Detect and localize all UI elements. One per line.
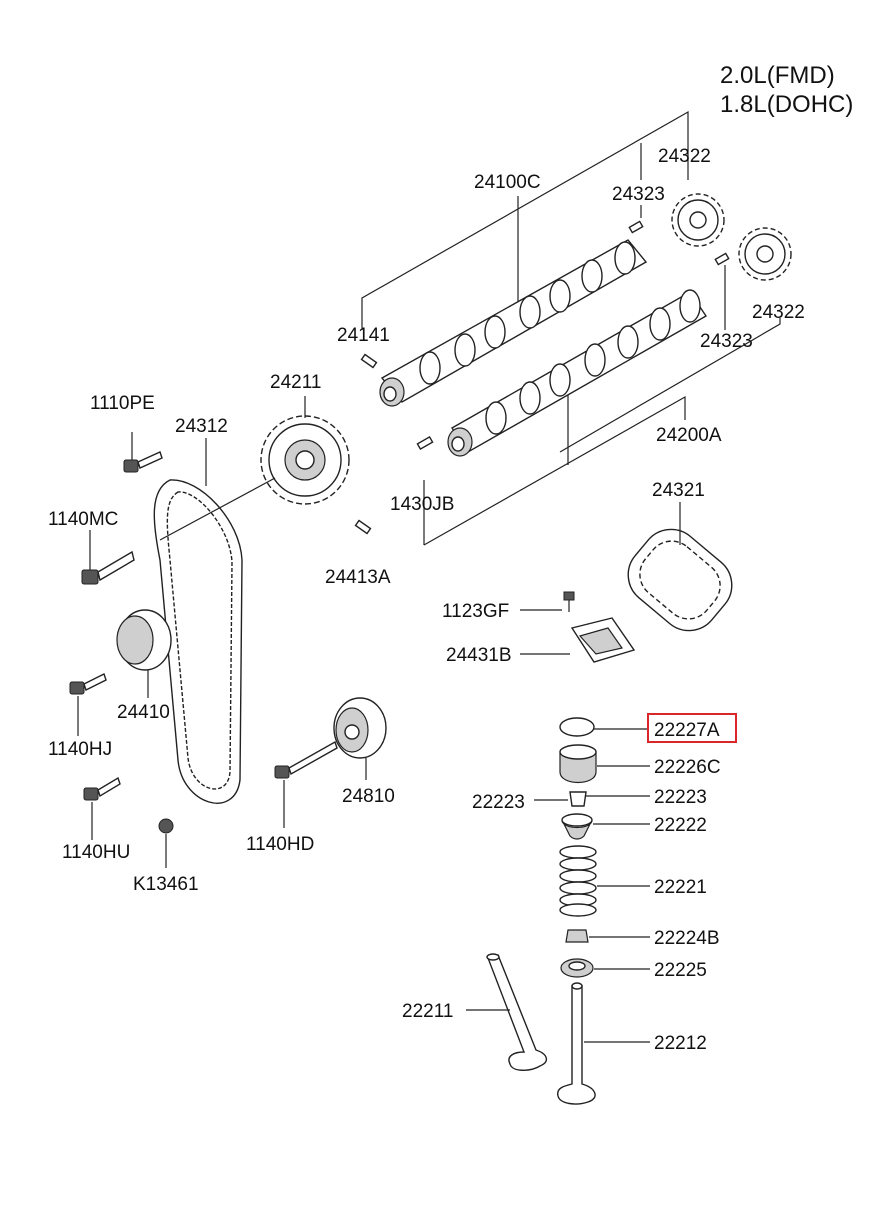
tensioner-24410[interactable] xyxy=(116,609,172,698)
label-24312[interactable]: 24312 xyxy=(175,416,228,437)
pin-24413A[interactable] xyxy=(354,519,372,535)
camshaft-24100C[interactable] xyxy=(379,220,648,407)
cotter-22223[interactable] xyxy=(534,791,650,807)
gear-24322-right[interactable] xyxy=(738,227,792,281)
bolt-1140HD[interactable] xyxy=(274,740,338,828)
bolt-1110PE[interactable] xyxy=(123,432,163,473)
bolt-1140MC[interactable] xyxy=(81,530,135,585)
label-24810[interactable]: 24810 xyxy=(342,786,395,807)
label-22222[interactable]: 22222 xyxy=(654,815,707,836)
chain-24321[interactable] xyxy=(616,502,744,643)
label-22226C[interactable]: 22226C xyxy=(654,757,721,778)
label-1140HD[interactable]: 1140HD xyxy=(246,834,314,855)
engine-spec-line-2: 1.8L(DOHC) xyxy=(720,91,853,118)
label-24323-right[interactable]: 24323 xyxy=(700,331,753,352)
label-24211[interactable]: 24211 xyxy=(270,372,321,393)
label-24323-top[interactable]: 24323 xyxy=(612,184,665,205)
label-1123GF[interactable]: 1123GF xyxy=(442,601,509,622)
seat-22225[interactable] xyxy=(560,958,650,978)
idler-24810[interactable] xyxy=(333,697,387,780)
engine-spec-line-1: 2.0L(FMD) xyxy=(720,62,835,89)
bolt-1123GF[interactable] xyxy=(520,591,575,612)
label-1140MC[interactable]: 1140MC xyxy=(48,509,118,530)
spring-22221[interactable] xyxy=(559,845,650,917)
label-22227A[interactable]: 22227A xyxy=(654,720,720,741)
label-24413A[interactable]: 24413A xyxy=(325,567,391,588)
highlight-box-22227A xyxy=(647,713,737,743)
label-24100C[interactable]: 24100C xyxy=(474,172,541,193)
label-22212[interactable]: 22212 xyxy=(654,1033,707,1054)
tappet-22226C[interactable] xyxy=(559,744,650,784)
label-22224B[interactable]: 22224B xyxy=(654,928,720,949)
label-24431B[interactable]: 24431B xyxy=(446,645,512,666)
label-22223-right[interactable]: 22223 xyxy=(654,787,707,808)
seal-22224B[interactable] xyxy=(565,929,650,943)
label-24410[interactable]: 24410 xyxy=(117,702,170,723)
label-22223-left[interactable]: 22223 xyxy=(472,792,525,813)
label-22221[interactable]: 22221 xyxy=(654,877,707,898)
label-1140HJ[interactable]: 1140HJ xyxy=(48,739,112,760)
nut-K13461[interactable] xyxy=(158,818,174,868)
label-24322-top[interactable]: 24322 xyxy=(658,146,711,167)
timing-belt-24312[interactable] xyxy=(153,438,276,804)
label-24141[interactable]: 24141 xyxy=(337,325,390,346)
label-24322-right[interactable]: 24322 xyxy=(752,302,805,323)
camshaft-leader-lines xyxy=(361,110,781,546)
bolt-1140HU[interactable] xyxy=(83,776,121,840)
key-24141[interactable] xyxy=(360,353,378,369)
plate-24431B[interactable] xyxy=(520,617,636,663)
part-labels: 24100C 24323 24322 24141 24322 24323 242… xyxy=(48,146,805,1054)
camshaft-24200A[interactable] xyxy=(447,289,707,457)
label-22211[interactable]: 22211 xyxy=(402,1001,453,1022)
pin-1430JB[interactable] xyxy=(416,435,434,451)
gear-24322-top[interactable] xyxy=(671,193,725,247)
label-22225[interactable]: 22225 xyxy=(654,960,707,981)
label-24321[interactable]: 24321 xyxy=(652,480,705,501)
key-24323-right[interactable] xyxy=(714,252,730,266)
pulley-24211[interactable] xyxy=(260,396,350,505)
bolt-1140HJ[interactable] xyxy=(69,673,107,736)
label-24200A[interactable]: 24200A xyxy=(656,425,722,446)
shim-22227A[interactable] xyxy=(559,717,648,737)
valve-22212[interactable] xyxy=(557,982,650,1105)
retainer-22222[interactable] xyxy=(561,813,650,840)
label-1430JB[interactable]: 1430JB xyxy=(390,494,454,515)
valve-22211[interactable] xyxy=(466,953,547,1071)
label-K13461[interactable]: K13461 xyxy=(133,874,199,895)
label-1110PE[interactable]: 1110PE xyxy=(90,393,155,414)
label-1140HU[interactable]: 1140HU xyxy=(62,842,130,863)
